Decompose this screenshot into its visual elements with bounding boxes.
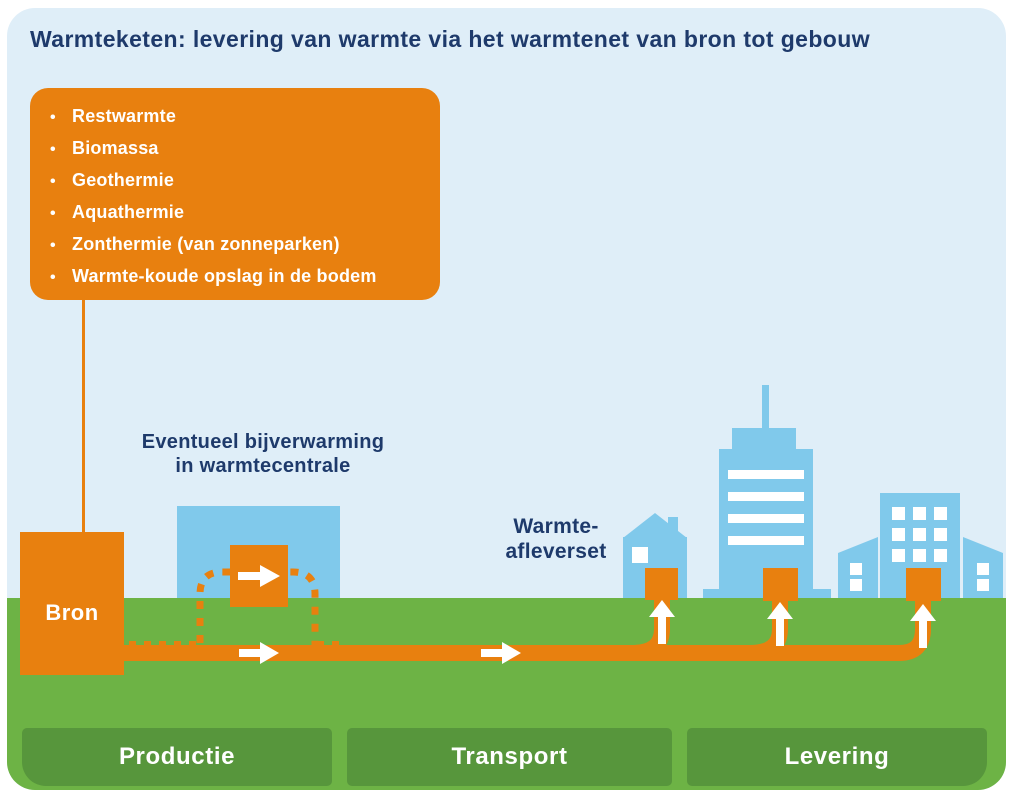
page-title: Warmteketen: levering van warmte via het…: [30, 26, 870, 52]
flow-up-arrow-icon: [767, 602, 793, 646]
house-building: [623, 513, 687, 598]
source-label: Aquathermie: [72, 202, 185, 222]
bullet-icon: •: [50, 173, 56, 190]
bron-box: Bron: [20, 532, 124, 675]
tower-stripe-window: [728, 492, 804, 501]
wing-window: [850, 563, 862, 575]
bijverwarming-label: Eventueel bijverwarming in warmtecentral…: [123, 430, 403, 478]
heat-sources-list: • Restwarmte • Biomassa • Geothermie • Aquat…: [50, 101, 430, 293]
bullet-icon: •: [50, 141, 56, 158]
tower-stripe-window: [728, 514, 804, 523]
cluster-window: [892, 528, 905, 541]
wing-window: [977, 579, 989, 591]
list-item: • Biomassa: [50, 133, 430, 165]
diagram-panel: Warmteketen: levering van warmte via het…: [7, 8, 1006, 790]
source-label: Geothermie: [72, 170, 175, 190]
stage-label: Productie: [118, 743, 236, 770]
stage-productie: Productie: [22, 728, 332, 786]
cluster-window: [913, 507, 926, 520]
list-item: • Restwarmte: [50, 101, 430, 133]
cluster-window: [934, 528, 947, 541]
stage-transport: Transport: [347, 728, 672, 786]
bullet-icon: •: [50, 269, 56, 286]
bullet-icon: •: [50, 109, 56, 126]
cluster-window: [934, 549, 947, 562]
source-label: Warmte-koude opslag in de bodem: [72, 266, 377, 286]
source-label: Zonthermie (van zonneparken): [72, 234, 340, 254]
list-item: • Zonthermie (van zonneparken): [50, 229, 430, 261]
afleverset-line2: afleverset: [505, 540, 607, 563]
bullet-icon: •: [50, 237, 56, 254]
house-window: [632, 547, 648, 563]
stage-levering: Levering: [687, 728, 987, 786]
tower-stripe-window: [728, 536, 804, 545]
afleverset-box-tower: [763, 568, 798, 601]
heat-sources-box: • Restwarmte • Biomassa • Geothermie • Aquat…: [30, 88, 440, 300]
cluster-window: [892, 549, 905, 562]
cluster-window: [934, 507, 947, 520]
afleverset-box-house: [645, 568, 678, 600]
tower-antenna: [762, 385, 769, 429]
source-label: Biomassa: [72, 138, 159, 158]
bijverwarming-line2: in warmtecentrale: [175, 455, 351, 477]
cluster-window: [913, 549, 926, 562]
flow-up-arrow-icon: [649, 600, 675, 644]
cluster-left-wing: [838, 537, 878, 598]
cluster-window: [892, 507, 905, 520]
afleverset-label: Warmte- afleverset: [466, 514, 646, 564]
bijverwarming-line1: Eventueel bijverwarming: [141, 431, 385, 453]
flow-up-arrow-icon: [910, 604, 936, 648]
bullet-icon: •: [50, 205, 56, 222]
afleverset-line1: Warmte-: [513, 515, 599, 538]
afleverset-box-cluster: [906, 568, 941, 601]
wing-window: [977, 563, 989, 575]
list-item: • Aquathermie: [50, 197, 430, 229]
flow-right-arrow-icon: [238, 565, 280, 587]
cluster-window: [913, 528, 926, 541]
tower-cap: [732, 428, 796, 449]
list-item: • Warmte-koude opslag in de bodem: [50, 261, 430, 293]
source-label: Restwarmte: [72, 106, 177, 126]
boiler-unit: [230, 545, 288, 607]
stage-label: Transport: [451, 743, 568, 770]
tower-stripe-window: [728, 470, 804, 479]
stage-label: Levering: [784, 743, 890, 770]
house-roof: [623, 513, 687, 538]
bron-label: Bron: [45, 599, 99, 625]
source-connector-line: [82, 300, 85, 532]
list-item: • Geothermie: [50, 165, 430, 197]
wing-window: [850, 579, 862, 591]
cluster-right-wing: [963, 537, 1003, 598]
